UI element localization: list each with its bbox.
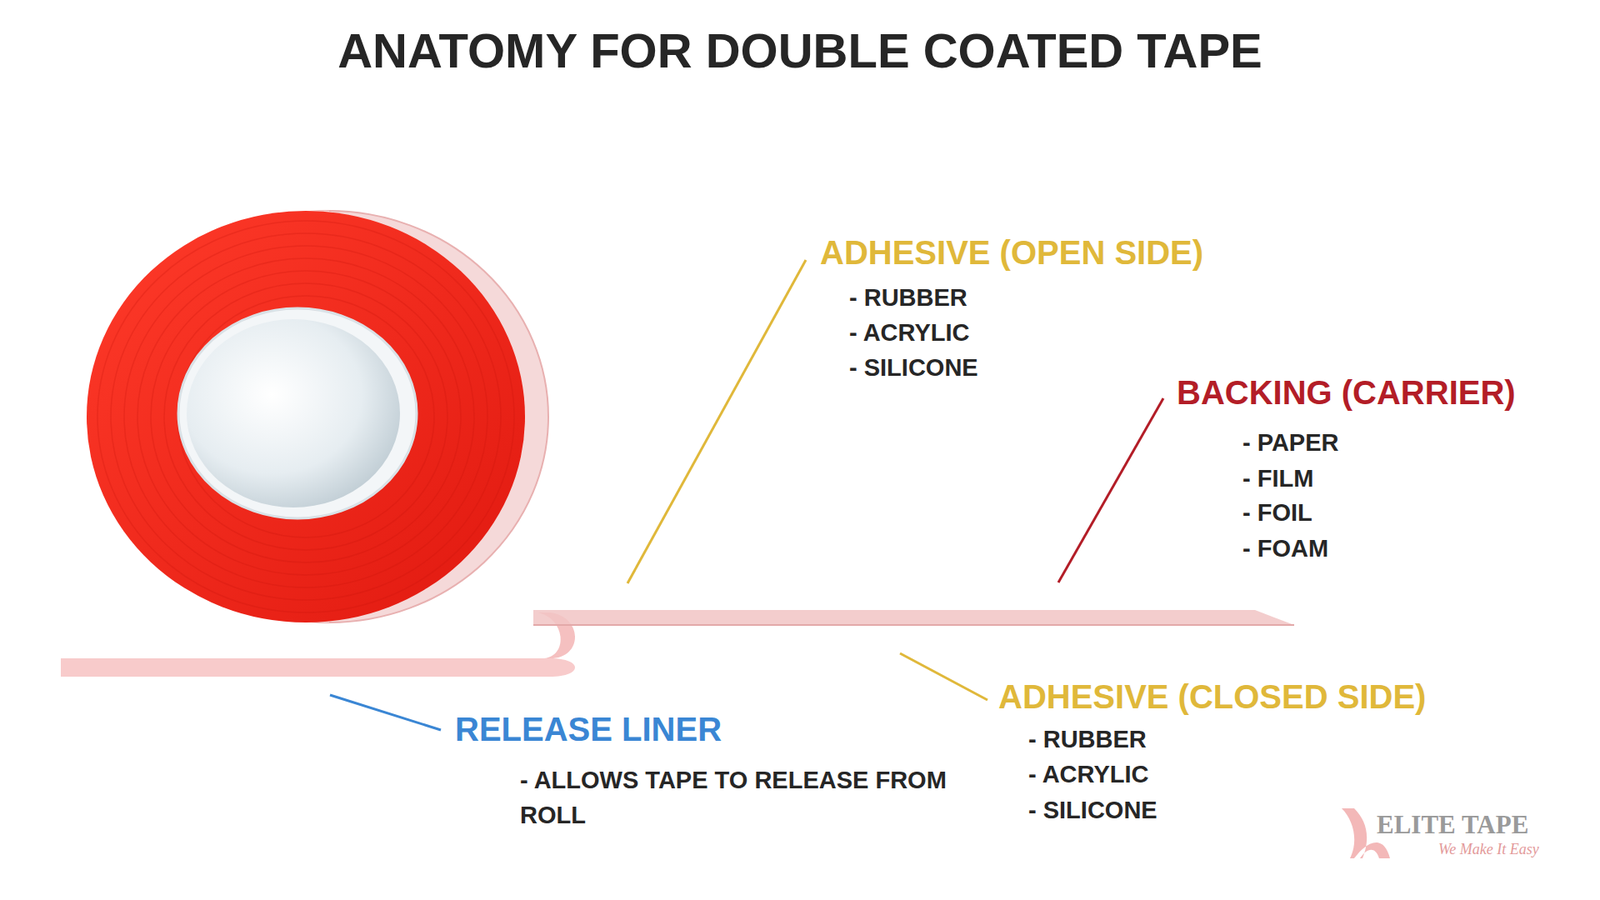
leader-line — [1058, 398, 1164, 583]
title: ANATOMY FOR DOUBLE COATED TAPE — [0, 20, 1600, 81]
part-name: ADHESIVE (OPEN SIDE) — [820, 232, 1204, 273]
material-item: - FILM — [1242, 464, 1314, 493]
note: - ALLOWS TAPE TO RELEASE FROM ROLL — [520, 762, 962, 833]
roll-windings — [97, 220, 515, 613]
roll-face — [86, 210, 525, 623]
material-item: - ACRYLIC — [849, 318, 970, 347]
winding-ring — [177, 295, 435, 538]
material-item: - FOAM — [1242, 534, 1329, 563]
strip-edge — [533, 624, 1295, 626]
tape-strip — [533, 610, 1295, 625]
watermark: ELITE TAPE — [1376, 810, 1529, 840]
release-liner — [60, 658, 575, 677]
leader-line — [330, 695, 441, 730]
leader-line — [900, 653, 988, 700]
material-item: - PAPER — [1242, 428, 1339, 457]
winding-ring — [150, 270, 461, 563]
material-item: - SILICONE — [849, 353, 979, 382]
winding-ring — [164, 283, 448, 550]
material-item: - RUBBER — [849, 283, 968, 312]
leader-line — [627, 260, 806, 584]
winding-ring — [97, 220, 515, 613]
material-item: - ACRYLIC — [1028, 760, 1149, 789]
part-name: BACKING (CARRIER) — [1176, 372, 1516, 413]
part-name: ADHESIVE (CLOSED SIDE) — [998, 676, 1426, 717]
material-item: - RUBBER — [1028, 725, 1147, 754]
winding-ring — [137, 258, 475, 575]
winding-ring — [124, 245, 488, 588]
material-item: - SILICONE — [1028, 795, 1158, 825]
watermark-slogan: We Make It Easy — [1438, 840, 1540, 859]
roll-hole — [186, 319, 400, 508]
winding-ring — [110, 233, 501, 600]
part-name: RELEASE LINER — [455, 709, 722, 750]
roll-core — [178, 308, 417, 519]
material-item: - FOIL — [1242, 498, 1313, 527]
